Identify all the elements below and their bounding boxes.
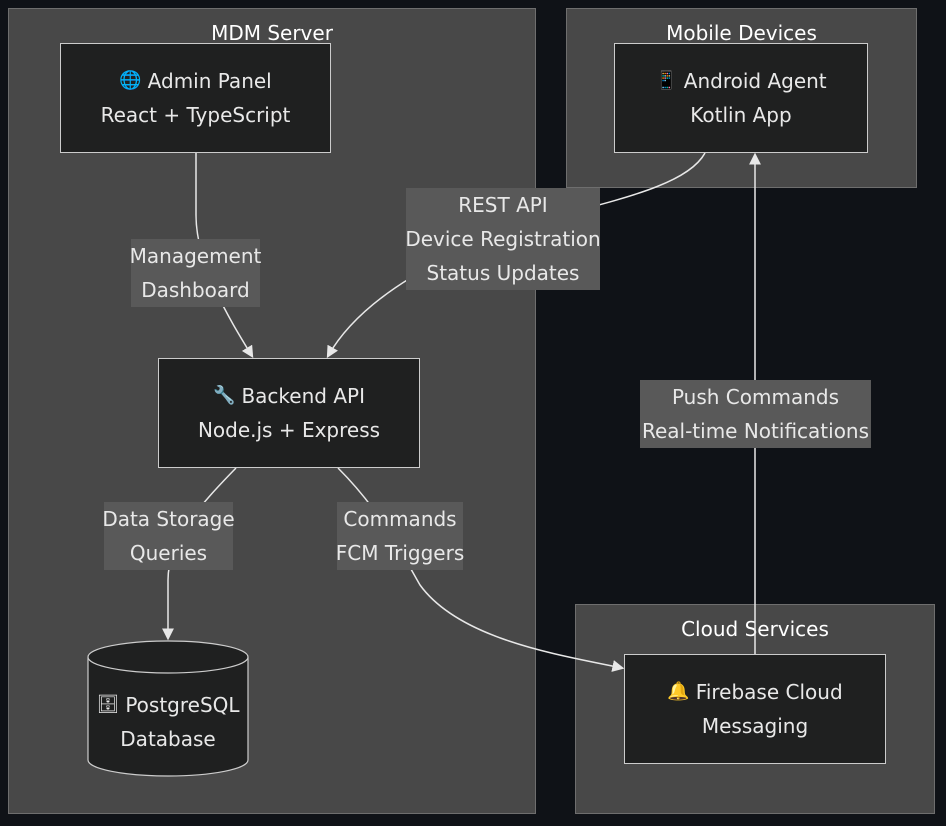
- edge-label-management-line1: Management: [129, 244, 262, 268]
- node-postgres: 🗄 PostgreSQL Database: [88, 688, 248, 756]
- edge-label-rest-api-line1: REST API: [458, 193, 548, 217]
- postgres-title: PostgreSQL: [125, 693, 240, 717]
- admin-panel-title: Admin Panel: [147, 69, 272, 93]
- edge-label-push-line2: Real-time Notifications: [641, 419, 870, 443]
- edge-label-commands-line2: FCM Triggers: [335, 541, 465, 565]
- edge-label-management-line2: Dashboard: [141, 278, 250, 302]
- edge-label-management: Management Dashboard: [129, 239, 262, 307]
- cluster-title-mdm-server: MDM Server: [211, 21, 333, 45]
- edge-label-rest-api-line3: Status Updates: [426, 261, 580, 285]
- edge-label-data-storage-line1: Data Storage: [102, 507, 235, 531]
- edge-label-data-storage-line2: Queries: [129, 541, 208, 565]
- android-agent-subtitle: Kotlin App: [690, 103, 792, 127]
- mobile-phone-icon: 📱: [655, 70, 678, 91]
- edge-label-push-line1: Push Commands: [671, 385, 840, 409]
- globe-icon: 🌐: [119, 70, 142, 91]
- backend-api-subtitle: Node.js + Express: [197, 418, 381, 442]
- node-android-agent: 📱 Android Agent Kotlin App: [614, 43, 868, 153]
- edge-label-commands: Commands FCM Triggers: [335, 502, 465, 570]
- bell-icon: 🔔: [667, 681, 690, 702]
- firebase-subtitle: Messaging: [701, 714, 809, 738]
- node-admin-panel: 🌐 Admin Panel React + TypeScript: [60, 43, 331, 153]
- cluster-title-mobile-devices: Mobile Devices: [666, 21, 817, 45]
- node-backend-api: 🔧 Backend API Node.js + Express: [158, 358, 420, 468]
- node-firebase: 🔔 Firebase Cloud Messaging: [624, 654, 886, 764]
- cluster-title-cloud-services: Cloud Services: [681, 617, 829, 641]
- backend-api-title: Backend API: [241, 384, 365, 408]
- edge-label-push: Push Commands Real-time Notifications: [640, 380, 871, 448]
- file-cabinet-icon: 🗄: [96, 694, 120, 715]
- firebase-title: Firebase Cloud: [695, 680, 843, 704]
- edge-label-rest-api: REST API Device Registration Status Upda…: [405, 188, 601, 290]
- android-agent-title: Android Agent: [683, 69, 827, 93]
- edge-label-rest-api-line2: Device Registration: [405, 227, 601, 251]
- admin-panel-subtitle: React + TypeScript: [100, 103, 291, 127]
- postgres-subtitle: Database: [120, 727, 216, 751]
- edge-label-data-storage: Data Storage Queries: [102, 502, 235, 570]
- wrench-icon: 🔧: [213, 385, 236, 406]
- edge-label-commands-line1: Commands: [343, 507, 457, 531]
